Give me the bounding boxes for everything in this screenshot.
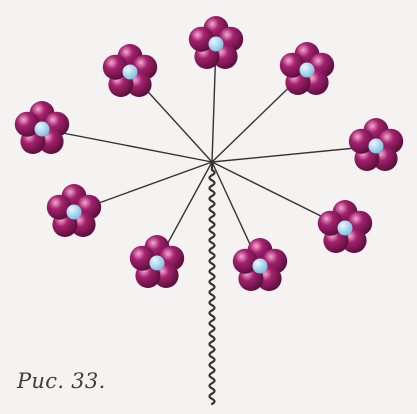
center-bead: [150, 256, 165, 271]
center-bead: [253, 259, 268, 274]
flower-9: [233, 238, 287, 291]
center-bead: [35, 122, 50, 137]
flower-8: [130, 235, 184, 288]
flower-1: [189, 16, 243, 69]
center-bead: [369, 139, 384, 154]
flower-2: [103, 44, 157, 97]
flower-6: [47, 184, 101, 237]
center-bead: [123, 65, 138, 80]
center-bead: [67, 205, 82, 220]
flower-4: [15, 101, 69, 154]
center-bead: [338, 221, 353, 236]
center-bead: [300, 63, 315, 78]
flower-7: [318, 200, 372, 253]
figure-caption: Рис. 33.: [17, 369, 106, 393]
flower-5: [349, 118, 403, 171]
center-bead: [209, 37, 224, 52]
flower-3: [280, 42, 334, 95]
twisted-stem-wire: [210, 162, 215, 404]
